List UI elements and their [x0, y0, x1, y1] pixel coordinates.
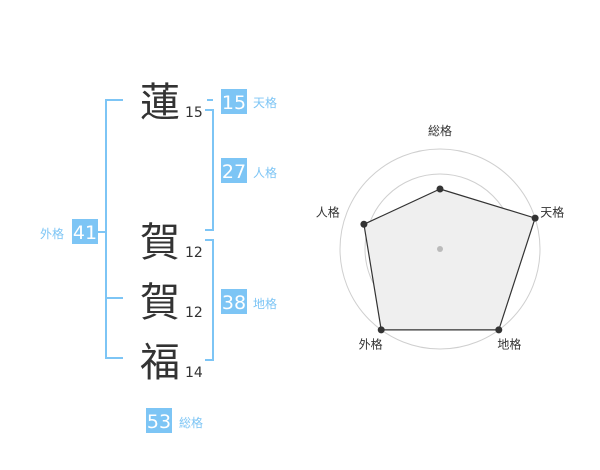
chikaku-label: 地格: [253, 296, 277, 311]
radar-axis-label-5: 人格: [316, 205, 340, 220]
soukaku-label: 総格: [179, 415, 203, 430]
jinkaku-badge: 27 人格: [221, 158, 277, 183]
soukaku-badge: 53 総格: [146, 408, 203, 433]
stroke-count-1: 15: [185, 105, 203, 121]
radar-axis-label-3: 地格: [497, 336, 521, 351]
radar-ring-4: [339, 148, 541, 350]
jinkaku-label: 人格: [253, 165, 277, 180]
chikaku-bracket: [205, 239, 214, 361]
radar-point-5: [360, 220, 368, 228]
jinkaku-bracket: [205, 109, 214, 231]
name-char-3: 賀: [140, 280, 180, 326]
radar-point-4: [377, 326, 385, 334]
chikaku-value: 38: [222, 292, 246, 314]
tenkaku-value: 15: [222, 92, 246, 114]
gaikaku-label: 外格: [40, 226, 64, 241]
radar-axis-label-1: 総格: [428, 123, 452, 138]
radar-point-2: [531, 214, 539, 222]
radar-center-dot: [437, 246, 443, 252]
gaikaku-badge: 41 外格: [40, 219, 98, 244]
tenkaku-badge: 15 天格: [221, 89, 277, 114]
name-char-2: 賀: [140, 220, 180, 266]
radar-point-3: [495, 326, 503, 334]
gaikaku-value: 41: [73, 222, 97, 244]
name-char-1: 蓮: [140, 80, 180, 126]
name-char-4: 福: [140, 340, 180, 386]
radar-axis-label-4: 外格: [359, 336, 383, 351]
radar-point-1: [436, 185, 444, 193]
stroke-count-4: 14: [185, 365, 203, 381]
chikaku-badge: 38 地格: [221, 289, 277, 314]
gaikaku-bracket: [105, 99, 123, 359]
soukaku-value: 53: [147, 411, 171, 433]
stroke-count-3: 12: [185, 305, 203, 321]
radar-axis-label-2: 天格: [540, 205, 564, 220]
jinkaku-value: 27: [222, 161, 246, 183]
stroke-count-2: 12: [185, 245, 203, 261]
tenkaku-label: 天格: [253, 95, 277, 110]
radar-area: [363, 188, 536, 331]
